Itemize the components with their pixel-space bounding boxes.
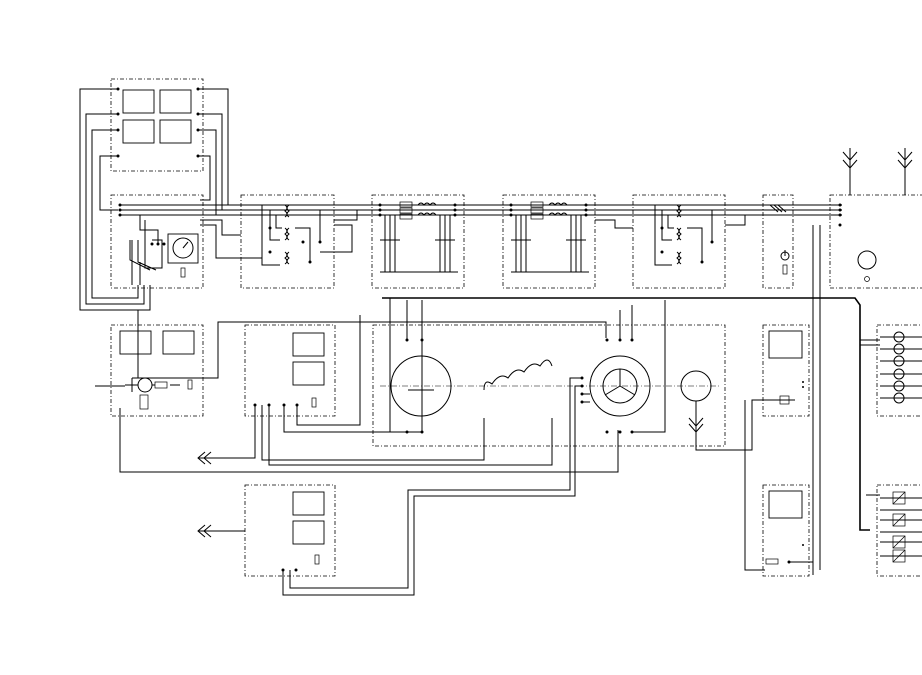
transformer-coils-icon — [676, 204, 682, 265]
filter-chokes-icon — [530, 201, 568, 220]
power-switch-icon — [780, 250, 790, 261]
transformer-unit-1 — [240, 194, 335, 289]
round-indicator-icon — [857, 250, 877, 270]
switch-unit — [762, 194, 794, 289]
transformer-coils-icon — [284, 204, 290, 265]
motor-control-unit — [110, 324, 204, 417]
filter-chokes-icon — [399, 201, 437, 220]
motor-symbol-icon — [137, 377, 168, 410]
filter-unit-1 — [371, 194, 465, 289]
transformer-unit-2 — [632, 194, 726, 289]
supply-unit — [829, 148, 922, 289]
lamp-array-icon — [893, 331, 905, 404]
relay-unit — [244, 324, 336, 417]
filter-unit-2 — [502, 194, 596, 289]
terminal-rack-2 — [866, 484, 922, 577]
lower-relay-unit — [244, 484, 336, 577]
input-unit — [110, 194, 204, 289]
terminal-rack-1 — [860, 324, 922, 417]
machine-frame — [372, 324, 726, 447]
control-panel-top — [110, 78, 204, 172]
gauge-dial-icon — [172, 237, 194, 259]
diode-array-icon — [892, 491, 906, 563]
monitor-unit-2 — [762, 484, 810, 577]
monitor-unit-1 — [762, 324, 810, 417]
motor-generator-icon — [390, 355, 712, 417]
